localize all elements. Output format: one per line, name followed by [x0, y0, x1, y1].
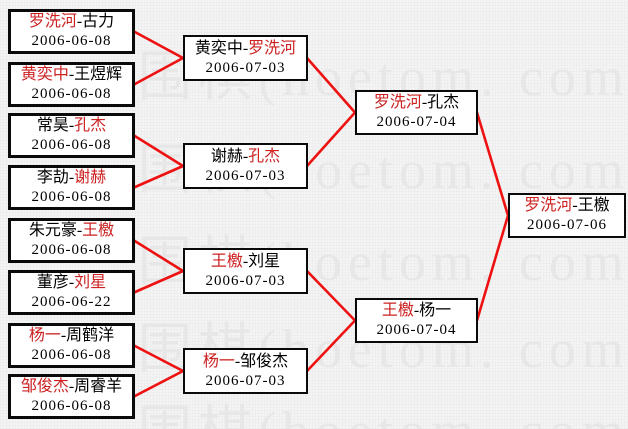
match-players: 王檄-杨一 — [357, 301, 476, 321]
match-date: 2006-07-03 — [205, 167, 286, 184]
match-box-round1-8: 邹俊杰-周睿羊 2006-06-08 — [8, 374, 135, 419]
vs-dash: - — [76, 13, 83, 30]
player-name: 谢赫 — [74, 169, 107, 186]
match-date: 2006-06-08 — [31, 242, 112, 258]
match-box-round1-6: 董彦-刘星 2006-06-22 — [8, 270, 135, 315]
match-box-round2-3: 王檄-刘星 2006-07-03 — [183, 248, 308, 294]
match-box-semifinal-1: 罗洗河-孔杰 2006-07-04 — [355, 90, 478, 135]
match-date: 2006-07-03 — [205, 59, 286, 76]
player-name: 谢赫 — [210, 147, 243, 165]
vs-dash: - — [242, 39, 249, 57]
match-box-round2-2: 谢赫-孔杰 2006-07-03 — [183, 143, 308, 189]
match-date: 2006-07-03 — [205, 272, 286, 289]
match-players: 李劼-谢赫 — [11, 168, 132, 188]
match-date: 2006-07-06 — [527, 217, 607, 233]
player-name: 周鹤洋 — [66, 327, 115, 344]
vs-dash: - — [234, 352, 241, 370]
match-date: 2006-07-04 — [376, 114, 457, 130]
player-name: 王檄 — [82, 222, 115, 239]
match-box-round1-2: 黄奕中-王煜辉 2006-06-08 — [8, 62, 135, 107]
match-date: 2006-07-03 — [205, 372, 286, 389]
vs-dash: - — [413, 302, 420, 319]
vs-dash: - — [68, 169, 75, 186]
match-date: 2006-06-22 — [31, 294, 112, 310]
match-date: 2006-07-04 — [376, 322, 457, 338]
match-box-semifinal-2: 王檄-杨一 2006-07-04 — [355, 298, 478, 343]
match-date: 2006-06-08 — [31, 33, 112, 49]
match-date: 2006-06-08 — [31, 398, 112, 414]
match-players: 王檄-刘星 — [185, 252, 306, 272]
match-players: 杨一-邹俊杰 — [185, 352, 306, 372]
match-players: 黄奕中-王煜辉 — [11, 65, 132, 85]
player-name: 古力 — [82, 13, 115, 30]
player-name: 罗洗河 — [248, 39, 297, 57]
player-name: 王檄 — [577, 197, 610, 214]
player-name: 刘星 — [74, 274, 107, 291]
vs-dash: - — [421, 94, 428, 111]
match-box-round1-4: 李劼-谢赫 2006-06-08 — [8, 165, 135, 210]
vs-dash: - — [242, 252, 249, 270]
player-name: 罗洗河 — [28, 13, 77, 30]
match-box-final: 罗洗河-王檄 2006-07-06 — [508, 193, 626, 238]
match-players: 谢赫-孔杰 — [185, 147, 306, 167]
player-name: 王煜辉 — [74, 66, 123, 83]
player-name: 王檄 — [210, 252, 243, 270]
player-name: 常昊 — [36, 117, 69, 134]
player-name: 董彦 — [36, 274, 69, 291]
player-name: 杨一 — [202, 352, 235, 370]
player-name: 邹俊杰 — [20, 378, 69, 395]
match-players: 常昊-孔杰 — [11, 116, 132, 136]
vs-dash: - — [60, 327, 67, 344]
match-players: 杨一-周鹤洋 — [11, 326, 132, 346]
match-box-round1-7: 杨一-周鹤洋 2006-06-08 — [8, 323, 135, 368]
match-box-round1-1: 罗洗河-古力 2006-06-08 — [8, 9, 135, 54]
match-date: 2006-06-08 — [31, 347, 112, 363]
match-box-round2-1: 黄奕中-罗洗河 2006-07-03 — [183, 35, 308, 81]
match-players: 罗洗河-古力 — [11, 12, 132, 32]
vs-dash: - — [572, 197, 578, 214]
player-name: 周睿羊 — [74, 378, 123, 395]
match-players: 罗洗河-孔杰 — [357, 93, 476, 113]
match-date: 2006-06-08 — [31, 189, 112, 205]
player-name: 刘星 — [248, 252, 281, 270]
match-box-round1-5: 朱元豪-王檄 2006-06-08 — [8, 218, 135, 263]
match-date: 2006-06-08 — [31, 137, 112, 153]
vs-dash: - — [68, 378, 75, 395]
match-date: 2006-06-08 — [31, 86, 112, 102]
match-players: 罗洗河-王檄 — [510, 196, 624, 216]
match-players: 董彦-刘星 — [11, 273, 132, 293]
player-name: 王檄 — [381, 302, 414, 319]
player-name: 孔杰 — [427, 94, 460, 111]
vs-dash: - — [68, 117, 75, 134]
player-name: 杨一 — [28, 327, 61, 344]
player-name: 罗洗河 — [524, 197, 573, 214]
player-name: 邹俊杰 — [240, 352, 289, 370]
vs-dash: - — [76, 222, 83, 239]
vs-dash: - — [68, 274, 75, 291]
match-players: 朱元豪-王檄 — [11, 221, 132, 241]
match-players: 邹俊杰-周睿羊 — [11, 377, 132, 397]
match-box-round2-4: 杨一-邹俊杰 2006-07-03 — [183, 348, 308, 394]
vs-dash: - — [68, 66, 75, 83]
player-name: 朱元豪 — [28, 222, 77, 239]
match-players: 黄奕中-罗洗河 — [185, 39, 306, 59]
player-name: 黄奕中 — [194, 39, 243, 57]
player-name: 孔杰 — [74, 117, 107, 134]
player-name: 罗洗河 — [373, 94, 422, 111]
vs-dash: - — [242, 147, 249, 165]
player-name: 孔杰 — [248, 147, 281, 165]
player-name: 李劼 — [36, 169, 69, 186]
player-name: 杨一 — [419, 302, 452, 319]
player-name: 黄奕中 — [20, 66, 69, 83]
match-box-round1-3: 常昊-孔杰 2006-06-08 — [8, 113, 135, 158]
